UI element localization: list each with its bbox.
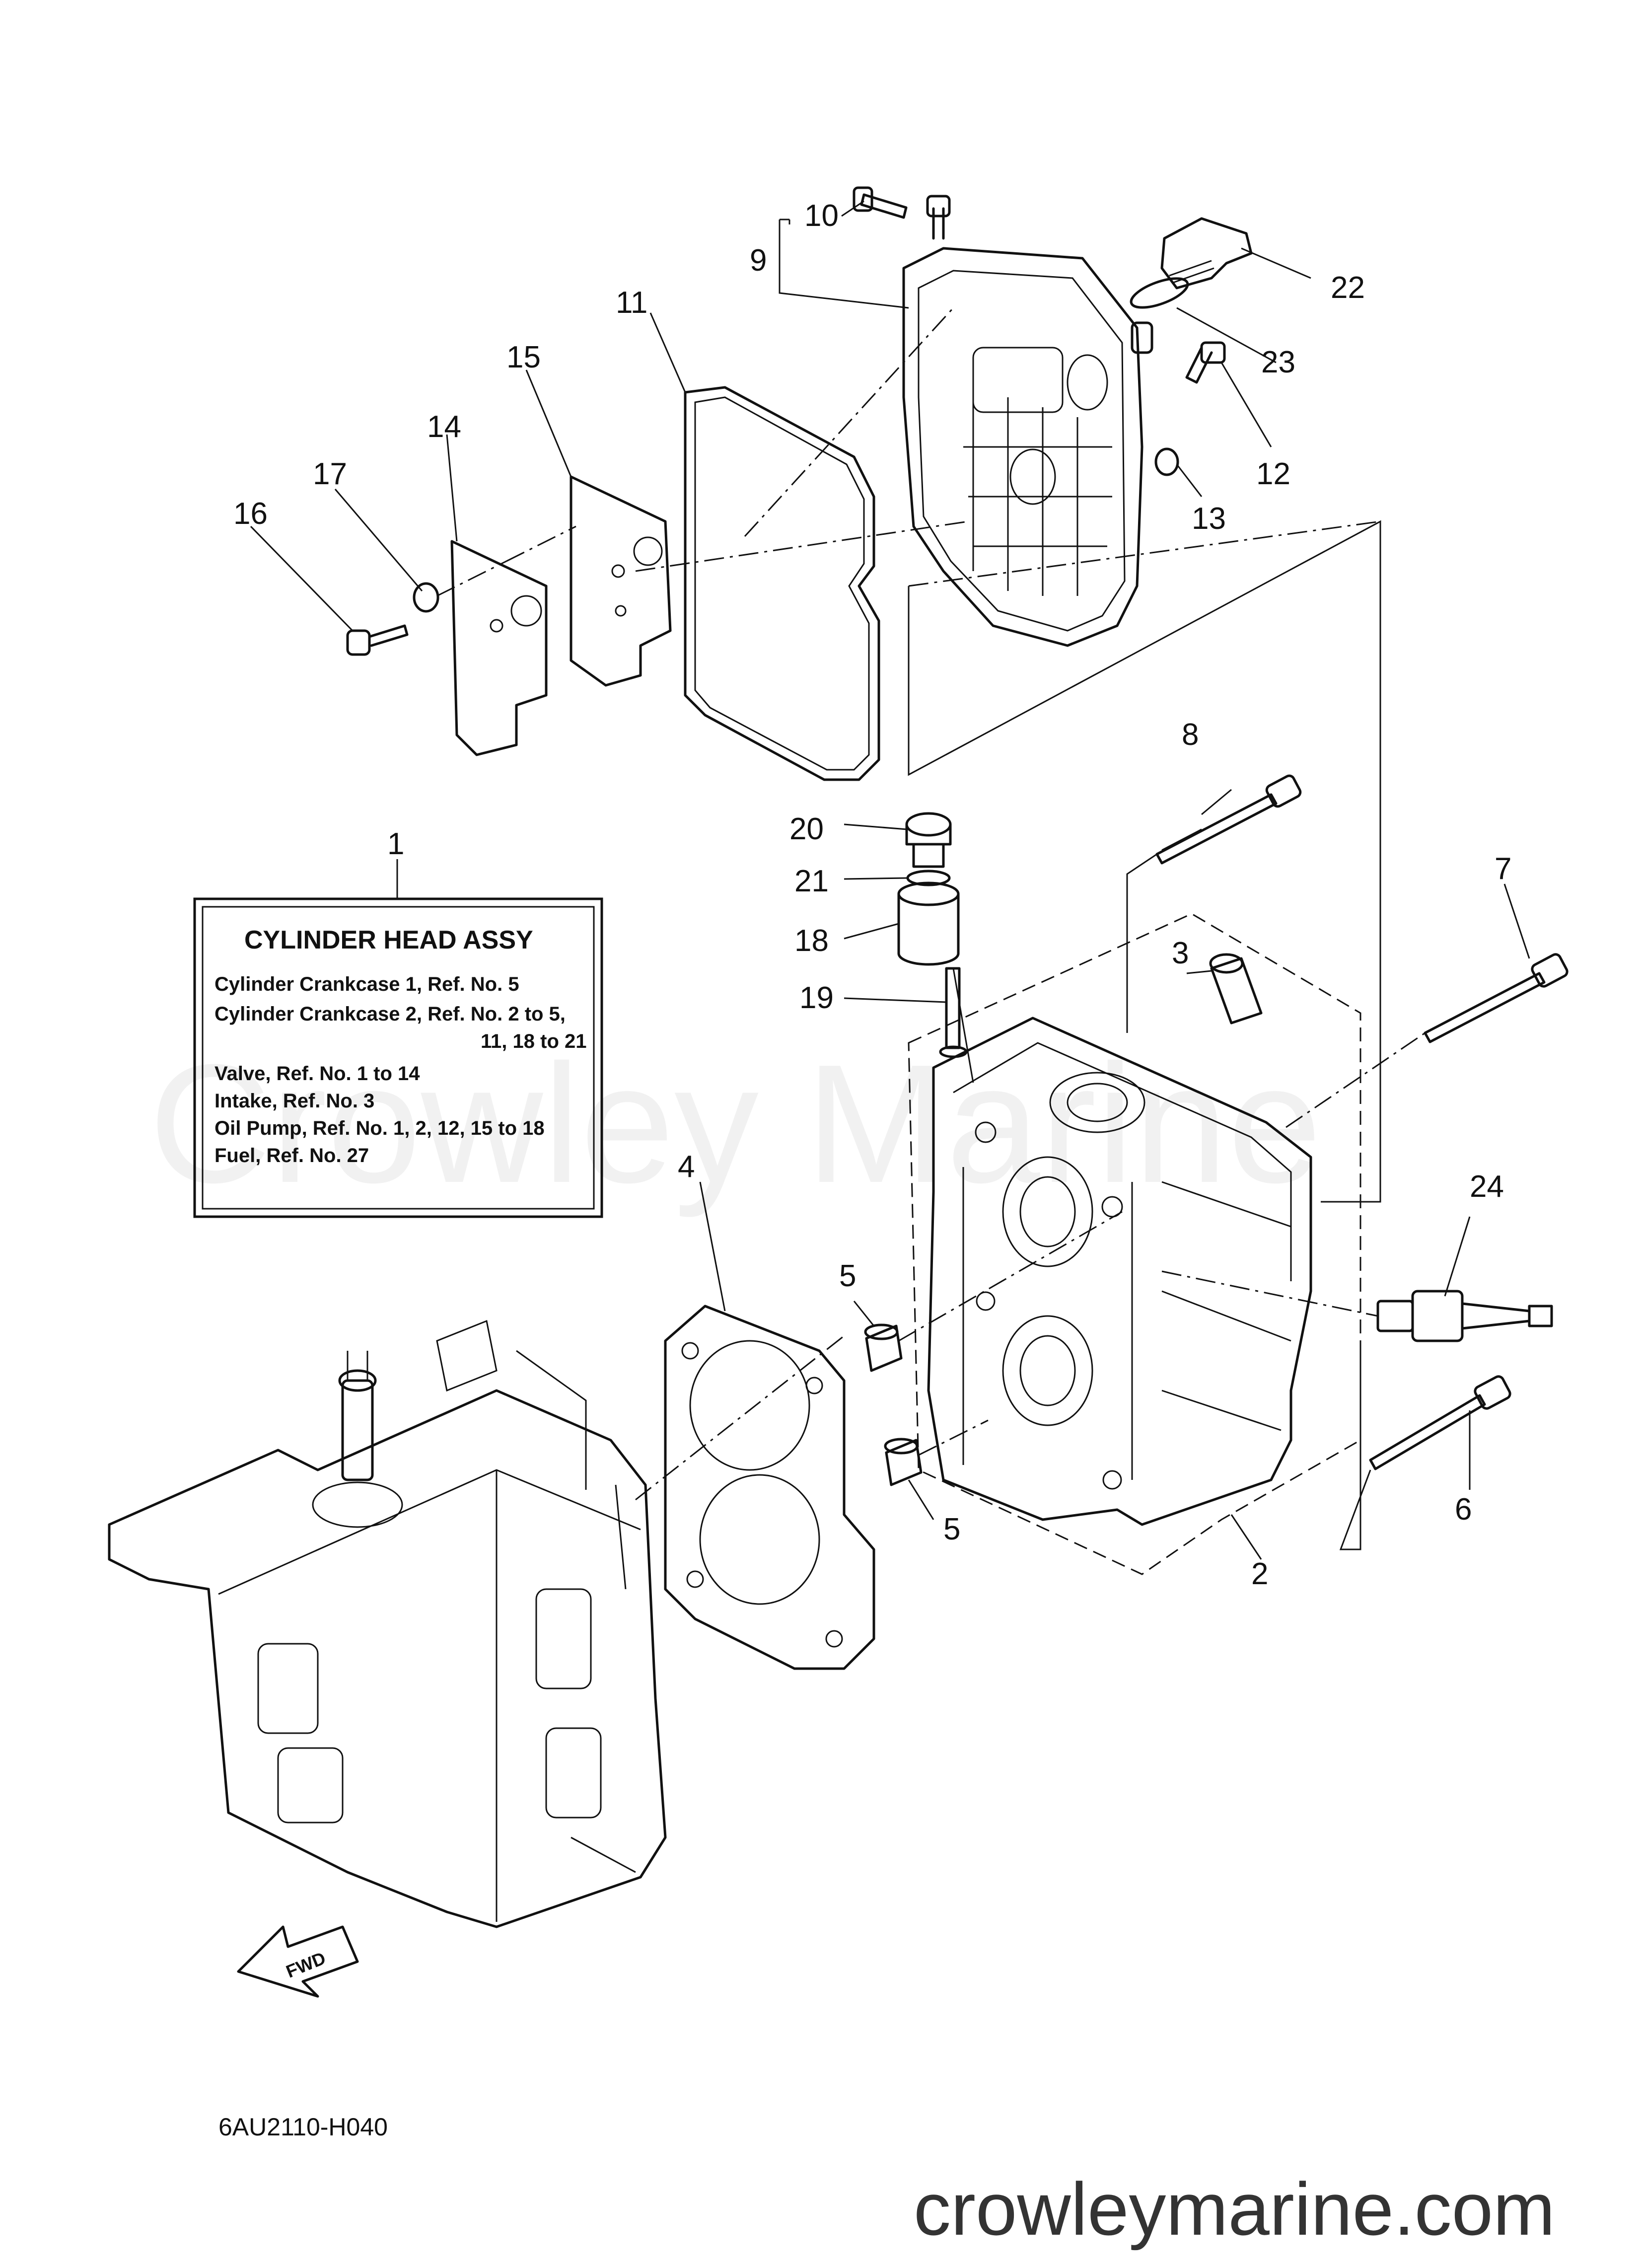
callout-7: 7 xyxy=(1495,852,1511,886)
callout-15: 15 xyxy=(506,340,541,374)
washer-17 xyxy=(413,582,439,613)
bolt-10 xyxy=(853,186,908,219)
callout-19: 19 xyxy=(799,981,834,1015)
washer-13 xyxy=(1154,447,1179,476)
callout-16: 16 xyxy=(233,497,268,531)
callout-9: 9 xyxy=(750,243,767,278)
cylinder-head-assy-box: CYLINDER HEAD ASSY Cylinder Crankcase 1,… xyxy=(193,897,603,1218)
assy-box-title: CYLINDER HEAD ASSY xyxy=(244,926,533,954)
pin-19 xyxy=(939,967,968,1058)
callout-13: 13 xyxy=(1192,502,1226,536)
dowel-3 xyxy=(1209,953,1263,1024)
callout-17: 17 xyxy=(313,457,347,491)
bolt-20 xyxy=(905,812,952,868)
assy-box-line-2: Cylinder Crankcase 2, Ref. No. 2 to 5, xyxy=(214,1003,566,1025)
cylinder-head xyxy=(927,1017,1312,1526)
head-gasket xyxy=(664,1305,875,1670)
callout-21: 21 xyxy=(794,864,829,898)
assy-box-line-3: 11, 18 to 21 xyxy=(481,1030,586,1052)
callout-22: 22 xyxy=(1331,271,1365,305)
plate-14 xyxy=(450,540,548,756)
cylinder-block xyxy=(108,1319,667,1928)
assy-box-line-6: Oil Pump, Ref. No. 1, 2, 12, 15 to 18 xyxy=(214,1117,545,1139)
fwd-label: FWD xyxy=(283,1948,328,1982)
o-ring-23 xyxy=(1130,277,1189,309)
callout-18: 18 xyxy=(794,924,829,958)
callout-1: 1 xyxy=(387,827,404,861)
valve-cover xyxy=(902,195,1153,647)
callout-24: 24 xyxy=(1470,1170,1504,1204)
callout-5-lower: 5 xyxy=(943,1512,960,1546)
spark-plug xyxy=(1376,1290,1553,1342)
diagram-code: 6AU2110-H040 xyxy=(218,2113,388,2141)
callout-6: 6 xyxy=(1455,1492,1472,1527)
site-url: crowleymarine.com xyxy=(914,2167,1555,2251)
callout-4: 4 xyxy=(678,1150,695,1184)
callout-23: 23 xyxy=(1261,345,1295,379)
callout-5-upper: 5 xyxy=(839,1259,856,1293)
bolt-12 xyxy=(1185,341,1226,384)
callout-14: 14 xyxy=(427,410,461,444)
sleeve-18 xyxy=(897,881,960,966)
callout-20: 20 xyxy=(789,812,824,846)
assy-box-line-1: Cylinder Crankcase 1, Ref. No. 5 xyxy=(214,973,519,995)
assy-box-line-4: Valve, Ref. No. 1 to 14 xyxy=(214,1063,420,1085)
forward-arrow: FWD xyxy=(237,1925,359,1998)
bolt-8 xyxy=(1155,774,1302,865)
bolt-6 xyxy=(1369,1375,1511,1470)
dowel-5-lower xyxy=(884,1438,923,1486)
callout-10: 10 xyxy=(804,199,839,233)
callout-3: 3 xyxy=(1172,936,1189,970)
assy-box-line-7: Fuel, Ref. No. 27 xyxy=(214,1145,369,1167)
dowel-5-upper xyxy=(864,1323,903,1372)
assy-box-line-5: Intake, Ref. No. 3 xyxy=(214,1090,374,1112)
callout-12: 12 xyxy=(1256,457,1290,491)
callout-2: 2 xyxy=(1251,1557,1268,1591)
plate-15 xyxy=(570,475,672,687)
callout-8: 8 xyxy=(1182,718,1199,752)
callout-11: 11 xyxy=(616,286,647,320)
screw-16 xyxy=(346,624,409,656)
bolt-7 xyxy=(1424,953,1569,1043)
oil-filler-cap xyxy=(1160,217,1253,290)
cover-gasket xyxy=(684,386,880,781)
